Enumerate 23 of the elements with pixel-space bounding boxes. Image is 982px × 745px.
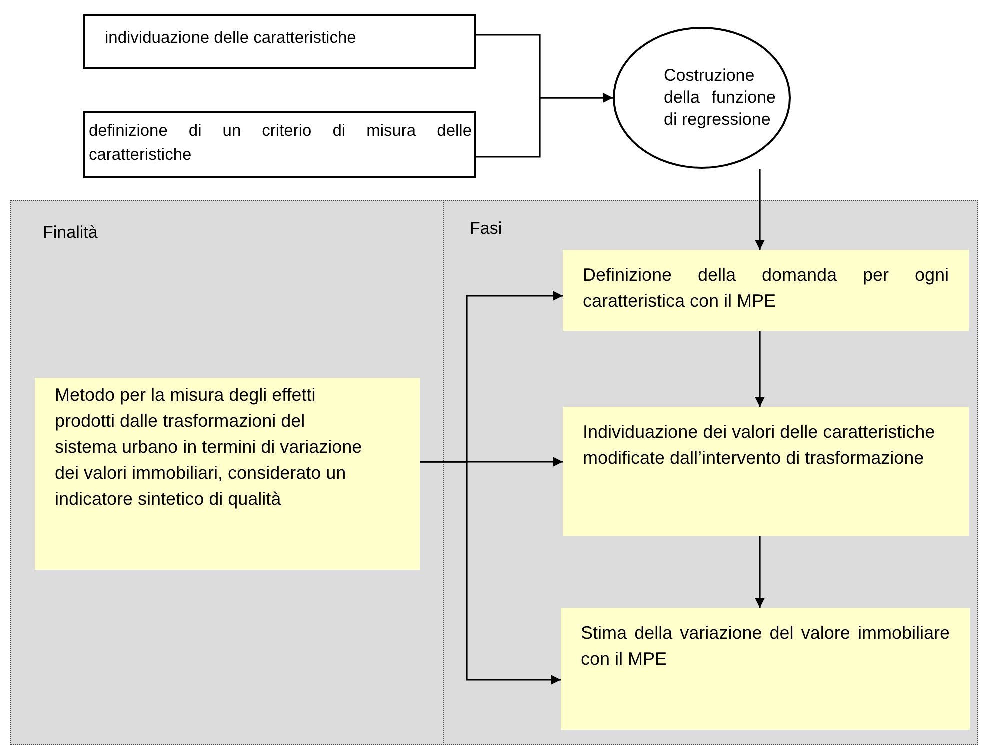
node-text: Definizione della domanda per ogni caratteristica con il MPE xyxy=(583,264,949,313)
node-text: Individuazione dei valori delle caratteristiche modificate dall’intervento di trasformazione xyxy=(583,421,936,470)
node-text: Stima della variazione del valore immobiliare con il MPE xyxy=(581,622,950,671)
panel-heading: Finalità xyxy=(43,223,98,242)
arrow xyxy=(755,169,765,250)
process-box xyxy=(563,250,969,331)
node-text: definizione di un criterio di misura delle caratteristiche xyxy=(89,121,472,166)
section-panel xyxy=(10,200,444,745)
process-ellipse xyxy=(613,27,791,169)
arrow xyxy=(476,93,613,158)
arrow xyxy=(420,461,561,685)
process-box xyxy=(83,111,476,178)
panel-heading: Fasi xyxy=(470,219,502,238)
process-box xyxy=(35,378,420,570)
process-box xyxy=(563,407,969,536)
node-text: Metodo per la misura degli effetti prodotti dalle trasformazioni del sistema urbano in termini di variazione dei valori immobiliari, considerato un indicatore sintetico di qualità xyxy=(55,384,364,511)
node-text: Costruzione della funzione di regressione xyxy=(664,65,776,131)
section-panel xyxy=(443,200,978,745)
process-box xyxy=(561,608,970,730)
process-box xyxy=(83,14,476,69)
arrow xyxy=(755,536,765,608)
node-text: individuazione delle caratteristiche xyxy=(105,29,358,48)
arrow xyxy=(755,331,765,407)
